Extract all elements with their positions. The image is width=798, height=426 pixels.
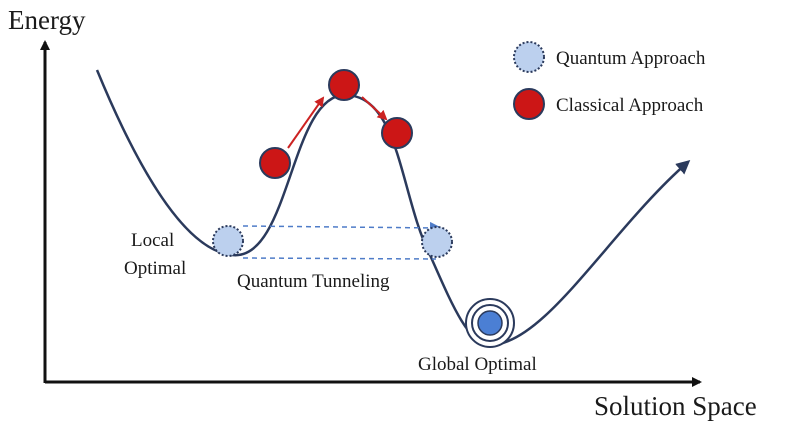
legend-quantum-swatch [513, 41, 545, 73]
classical-arrow-up [287, 96, 325, 149]
quantum-tunneling-label: Quantum Tunneling [237, 271, 390, 292]
legend: Quantum Approach Classical Approach [513, 41, 706, 120]
tunneling-arrow-bottom [242, 257, 437, 260]
classical-arrow-down [361, 96, 388, 121]
x-axis-label: Solution Space [594, 391, 757, 421]
global-optimal-target [465, 298, 515, 348]
classical-ball-peak [328, 69, 360, 101]
local-optimal-label-line1: Local [131, 230, 174, 251]
classical-ball-start [259, 147, 291, 179]
legend-classical-label: Classical Approach [556, 95, 704, 116]
local-optimal-label-line2: Optimal [124, 258, 186, 279]
quantum-ball-local [212, 225, 244, 257]
tunneling-arrow-top [242, 221, 442, 234]
y-axis-label: Energy [8, 5, 86, 35]
legend-classical-swatch [513, 88, 545, 120]
legend-quantum-label: Quantum Approach [556, 48, 706, 69]
quantum-ball-tunneled [421, 226, 453, 258]
global-optimal-label: Global Optimal [418, 354, 537, 375]
classical-ball-descending [381, 117, 413, 149]
